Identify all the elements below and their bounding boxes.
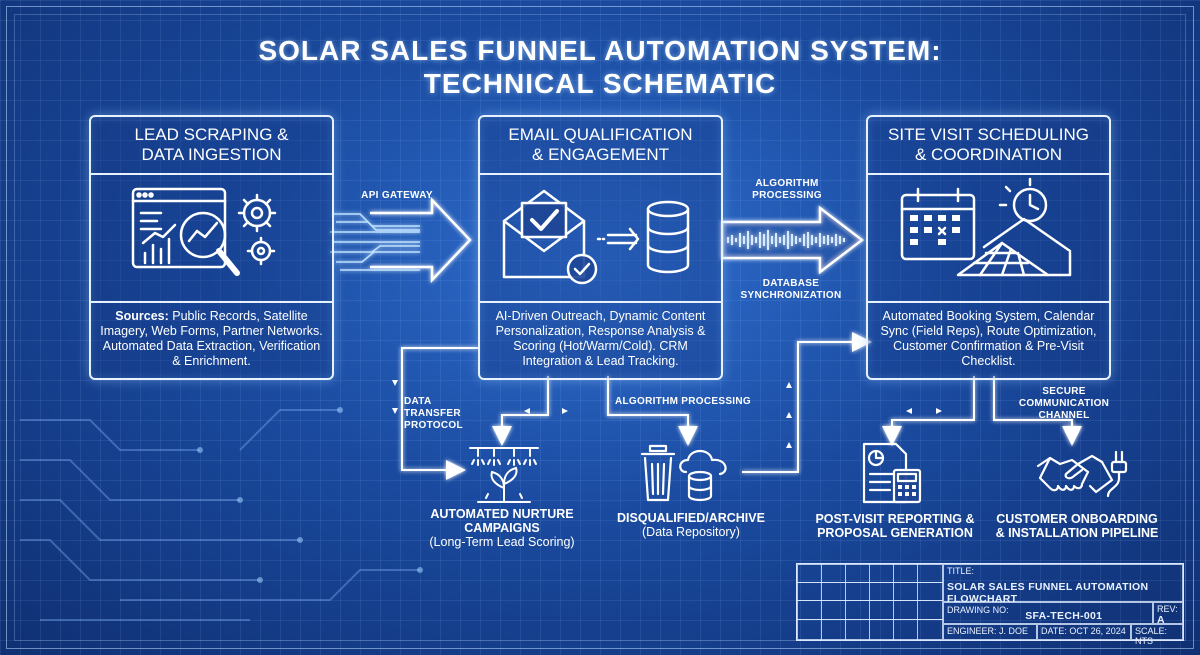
output-title-line1: POST-VISIT REPORTING & (815, 512, 975, 526)
title-block-drawing-label: DRAWING NO: (947, 605, 1009, 615)
title-block-scale: SCALE: NTS (1131, 624, 1183, 646)
stage-heading-line2: DATA INGESTION (141, 145, 282, 164)
stage-heading: LEAD SCRAPING & DATA INGESTION (91, 117, 332, 175)
envelope-checkmark-database-icon (502, 189, 690, 285)
stage-description-text: Automated Booking System, Calendar Sync … (880, 309, 1097, 368)
output-nurture-campaigns: AUTOMATED NURTURE CAMPAIGNS (Long-Term L… (420, 507, 584, 549)
outer-border (6, 6, 1194, 649)
output-title-line2: PROPOSAL GENERATION (817, 526, 973, 540)
stage-heading-line1: EMAIL QUALIFICATION (508, 125, 693, 144)
stage-divider (868, 301, 1109, 303)
title-block-title-label: TITLE: (947, 566, 975, 576)
title-block-grid (797, 564, 943, 640)
stage-heading-line2: & ENGAGEMENT (532, 145, 669, 164)
stage-site-visit: SITE VISIT SCHEDULING & COORDINATION Aut… (866, 115, 1111, 380)
inner-border (14, 14, 1186, 641)
output-title-line1: DISQUALIFIED/ARCHIVE (617, 511, 765, 525)
stage-description: AI-Driven Outreach, Dynamic Content Pers… (486, 309, 715, 369)
analytics-magnifier-gears-icon (131, 187, 277, 276)
output-subtitle: (Data Repository) (642, 525, 740, 539)
title-block-rev-cell: REV: A (1153, 602, 1183, 626)
stage-lead-scraping: LEAD SCRAPING & DATA INGESTION Sources: … (89, 115, 334, 380)
title-block-drawing-cell: DRAWING NO: SFA-TECH-001 (943, 602, 1153, 624)
stage-description: Sources: Public Records, Satellite Image… (97, 309, 326, 369)
label-database-sync: DATABASE SYNCHRONIZATION (740, 278, 842, 301)
stage-heading: EMAIL QUALIFICATION & ENGAGEMENT (480, 117, 721, 175)
label-data-transfer: DATA TRANSFER PROTOCOL (404, 396, 463, 431)
title-block-drawing-value: SFA-TECH-001 (1025, 610, 1103, 622)
output-subtitle: (Long-Term Lead Scoring) (429, 535, 575, 549)
title-block-date: DATE: OCT 26, 2024 (1037, 624, 1131, 640)
stage-description-lead: Sources: (115, 309, 169, 323)
output-title-line2: & INSTALLATION PIPELINE (995, 526, 1159, 540)
report-calculator-icon (862, 442, 922, 504)
label-algorithm-processing-mid: ALGORITHM PROCESSING (614, 396, 751, 407)
background-circuit-traces (20, 409, 420, 621)
page-title-line1: SOLAR SALES FUNNEL AUTOMATION SYSTEM: (258, 35, 942, 66)
stage-heading: SITE VISIT SCHEDULING & COORDINATION (868, 117, 1109, 175)
stage-heading-line1: LEAD SCRAPING & (134, 125, 289, 144)
calendar-clock-solar-roof-icon (900, 177, 1072, 277)
output-post-visit-reporting: POST-VISIT REPORTING & PROPOSAL GENERATI… (812, 512, 978, 540)
trash-cloud-database-icon (640, 444, 727, 502)
stage-description: Automated Booking System, Calendar Sync … (874, 309, 1103, 369)
page-title-line2: TECHNICAL SCHEMATIC (423, 68, 777, 99)
label-api-gateway: API GATEWAY (361, 190, 433, 201)
title-block-engineer: ENGINEER: J. DOE (943, 624, 1037, 640)
flow-connectors (401, 332, 1082, 480)
stage-divider (480, 301, 721, 303)
stage-description-text: AI-Driven Outreach, Dynamic Content Pers… (495, 309, 706, 368)
title-block-title-cell: TITLE: SOLAR SALES FUNNEL AUTOMATION FLO… (943, 564, 1183, 605)
output-disqualified-archive: DISQUALIFIED/ARCHIVE (Data Repository) (606, 511, 776, 539)
algorithm-processing-arrow (720, 205, 865, 275)
background-circuit-nodes (197, 407, 423, 583)
output-title-line1: AUTOMATED NURTURE (430, 507, 574, 521)
stage-email-qualification: EMAIL QUALIFICATION & ENGAGEMENT AI-Driv… (478, 115, 723, 380)
output-title-line1: CUSTOMER ONBOARDING (996, 512, 1158, 526)
drawing-title-block: TITLE: SOLAR SALES FUNNEL AUTOMATION FLO… (796, 563, 1184, 646)
output-title-line2: CAMPAIGNS (464, 521, 540, 535)
title-block-rev-label: REV: (1157, 604, 1178, 614)
title-block-rev-value: A (1157, 614, 1165, 626)
direction-ticks (392, 380, 942, 448)
stage-description-text: Public Records, Satellite Imagery, Web F… (100, 309, 323, 368)
sprinkler-plant-icon (469, 447, 539, 503)
label-secure-communication: SECURE COMMUNICATION CHANNEL (1018, 386, 1110, 421)
stage-divider (91, 301, 332, 303)
page-title: SOLAR SALES FUNNEL AUTOMATION SYSTEM: TE… (200, 34, 1000, 100)
handshake-plug-icon (1036, 450, 1128, 498)
stage-heading-line2: & COORDINATION (914, 145, 1063, 164)
api-gateway-arrow (330, 196, 472, 284)
stage-heading-line1: SITE VISIT SCHEDULING (888, 125, 1089, 144)
label-algorithm-processing-top: ALGORITHM PROCESSING (752, 178, 822, 201)
output-customer-onboarding: CUSTOMER ONBOARDING & INSTALLATION PIPEL… (992, 512, 1162, 540)
